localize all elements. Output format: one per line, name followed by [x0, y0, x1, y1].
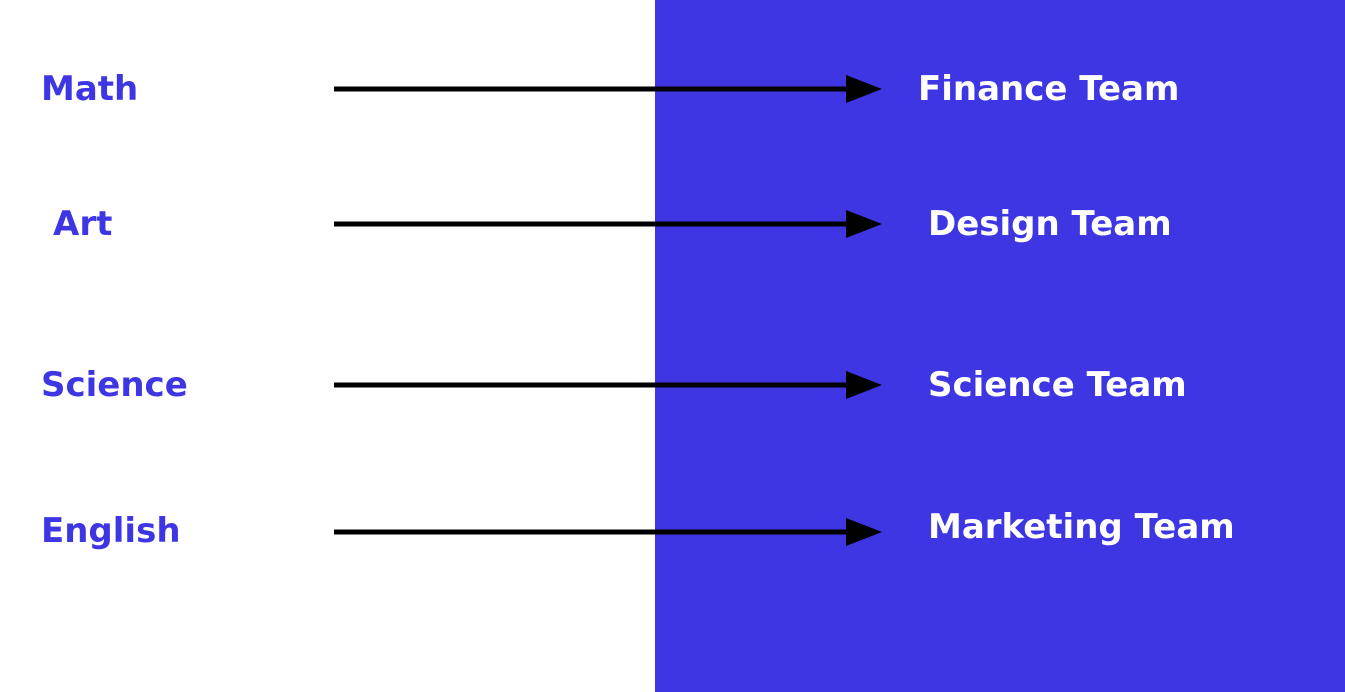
subject-label-math: Math [41, 69, 139, 109]
team-panel [655, 0, 1345, 692]
subject-label-science: Science [41, 365, 188, 405]
team-label-finance: Finance Team [918, 69, 1180, 109]
team-label-design: Design Team [928, 204, 1172, 244]
team-label-science: Science Team [928, 365, 1187, 405]
subject-label-english: English [41, 511, 181, 551]
team-label-marketing: Marketing Team [928, 507, 1235, 547]
subject-label-art: Art [53, 204, 113, 244]
